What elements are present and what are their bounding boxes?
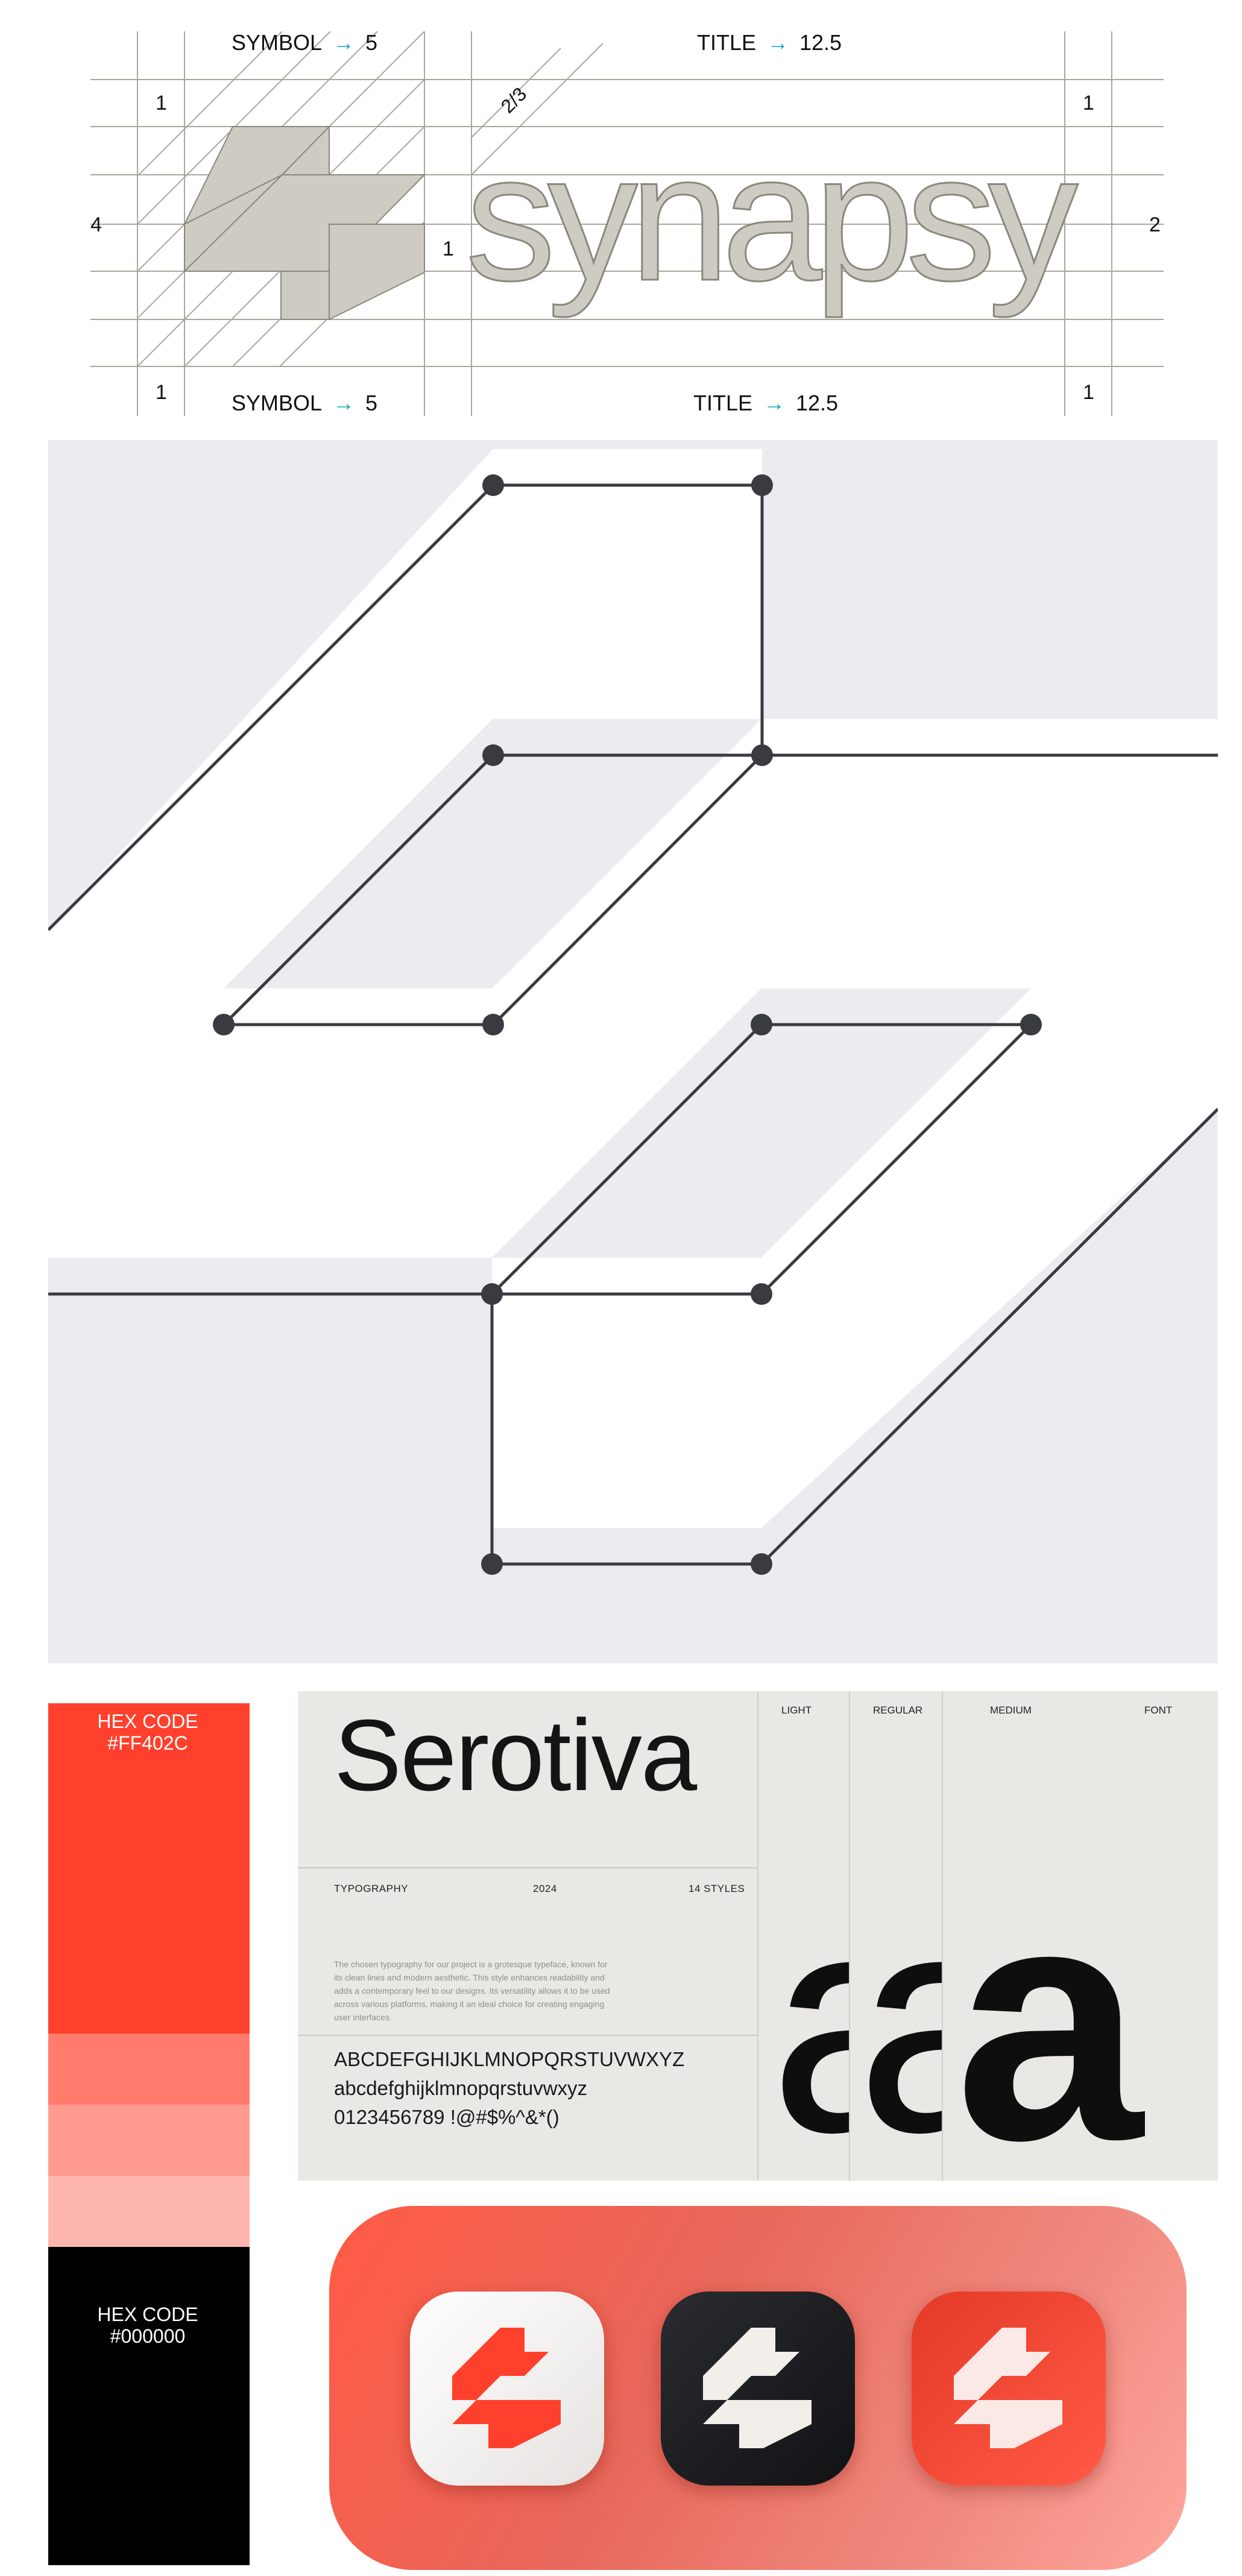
app-icon-red[interactable] [912, 2292, 1106, 2486]
nodes [213, 474, 1042, 1575]
tint-swatch-3 [48, 2176, 250, 2247]
logo-icon [954, 2328, 1062, 2448]
logo-construction-nodes [47, 440, 1219, 1663]
year-label: 2024 [533, 1883, 557, 1894]
weight-panel-medium: MEDIUM FONT a [942, 1691, 1218, 2181]
logo-grid-diagram: SYMBOL→5 TITLE→12.5 SYMBOL→5 TITLE→12.5 … [0, 0, 1242, 422]
grey-shapes [48, 440, 1218, 1663]
bottom-symbol-label: SYMBOL→5 [232, 391, 378, 415]
typography-label: TYPOGRAPHY [334, 1883, 409, 1894]
typography-description: The chosen typography for our project is… [334, 1959, 610, 2022]
primary-hex-label: HEX CODE #FF402C [48, 1711, 247, 1754]
typography-card: Serotiva TYPOGRAPHY 2024 14 STYLES The c… [298, 1691, 1218, 2181]
font-name: Serotiva [334, 1698, 697, 1812]
app-icon-tray [329, 2206, 1187, 2570]
margin-top-right: 1 [1083, 92, 1094, 115]
node [482, 1014, 504, 1035]
weight-label-font: FONT [1144, 1704, 1173, 1716]
node [1020, 1014, 1042, 1035]
hex-code-title: HEX CODE [97, 2304, 198, 2325]
secondary-color-swatch [48, 2247, 250, 2565]
construction-grid [90, 31, 1164, 416]
logo-icon [452, 2328, 561, 2448]
node [482, 474, 504, 496]
numerals-symbols: 0123456789 !@#$%^&*() [334, 2106, 560, 2128]
node [481, 1283, 503, 1305]
glyph-medium: a [955, 1833, 1143, 2181]
title-diagonals [471, 43, 604, 175]
node [751, 744, 773, 766]
primary-color-swatch [48, 1703, 250, 2034]
weight-label-light: LIGHT [781, 1704, 812, 1716]
weight-label-regular: REGULAR [873, 1704, 923, 1716]
lowercase-alphabet: abcdefghijklmnopqrstuvwxyz [334, 2077, 588, 2099]
top-symbol-label: SYMBOL→5 [232, 30, 378, 55]
node [751, 474, 773, 496]
node [482, 744, 504, 766]
node [213, 1014, 235, 1035]
bottom-title-label: TITLE→12.5 [693, 391, 839, 415]
margin-bottom-right: 1 [1083, 381, 1094, 404]
styles-count: 14 STYLES [689, 1883, 745, 1894]
gap-number: 1 [443, 237, 454, 260]
logo-symbol [183, 126, 426, 321]
outline-lines [47, 483, 1219, 1566]
hex-code-title: HEX CODE [97, 1711, 198, 1732]
app-icon-dark[interactable] [661, 2292, 855, 2486]
wordmark: synapsy [465, 116, 1080, 318]
margin-bottom-left: 1 [156, 381, 167, 404]
divider [298, 2035, 757, 2036]
top-title-label: TITLE→12.5 [697, 30, 842, 55]
margin-top-left: 1 [156, 92, 167, 115]
node [751, 1553, 772, 1575]
node [751, 1014, 772, 1035]
app-icon-light[interactable] [410, 2292, 604, 2486]
node [751, 1283, 772, 1305]
margin-right-number: 2 [1149, 213, 1161, 236]
node [481, 1553, 503, 1575]
logo-icon [703, 2328, 812, 2448]
tint-swatch-1 [48, 2034, 250, 2105]
hex-code-value: #FF402C [107, 1732, 188, 1754]
secondary-hex-label: HEX CODE #000000 [48, 2304, 247, 2347]
uppercase-alphabet: ABCDEFGHIJKLMNOPQRSTUVWXYZ [334, 2048, 685, 2070]
tint-swatch-2 [48, 2105, 250, 2176]
divider [298, 1867, 757, 1868]
weight-label-medium: MEDIUM [990, 1704, 1032, 1716]
node-diagram [47, 440, 1219, 1663]
hex-code-value: #000000 [110, 2325, 186, 2347]
margin-left-number: 4 [90, 213, 102, 236]
